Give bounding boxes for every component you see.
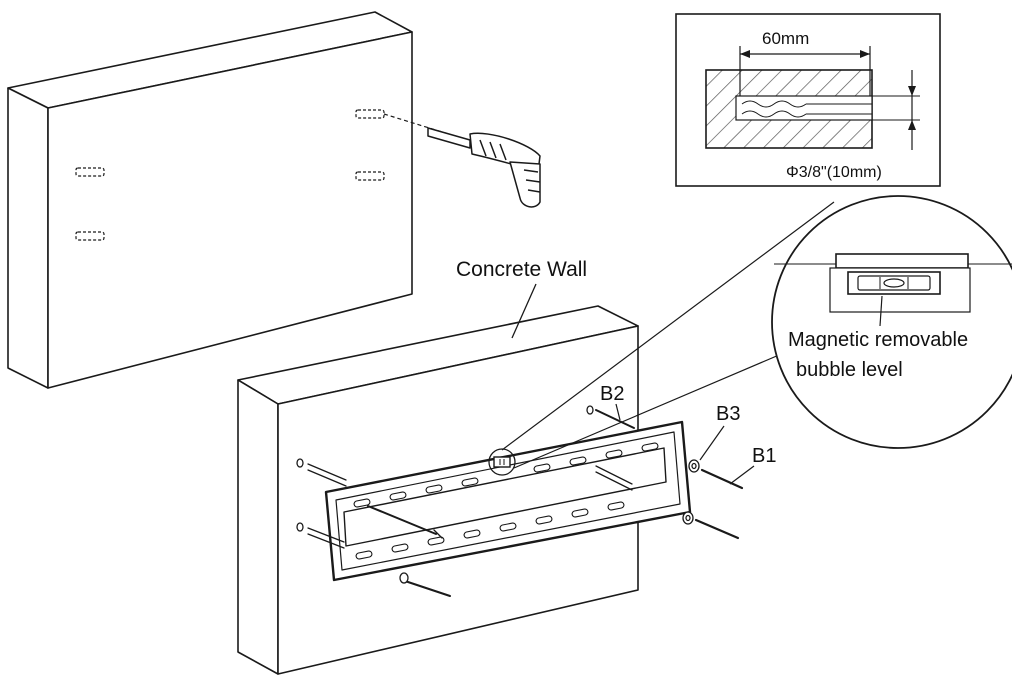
drill-depth-label: 60mm: [762, 29, 809, 48]
drill-depth-detail: [675, 13, 941, 187]
leader-b1: [729, 465, 755, 485]
drill-icon: [427, 127, 541, 208]
leader-b3: [699, 425, 725, 461]
bubble-level-on-bracket: [488, 448, 516, 476]
label-b1: B1: [752, 445, 776, 467]
magnifier-connector-bottom: [513, 351, 787, 469]
bubble-level-magnifier: [771, 195, 1012, 449]
concrete-wall-leader: [511, 283, 537, 339]
drilling-wall-block: [7, 11, 413, 389]
mounting-bracket: [324, 420, 692, 582]
drill-diameter-label: Φ3/8"(10mm): [786, 164, 882, 181]
bubble-level-label-line2: bubble level: [796, 359, 903, 381]
wall-anchors-and-screws: [296, 405, 744, 597]
magnifier-connector-top: [501, 201, 835, 451]
label-b2: B2: [600, 383, 624, 405]
bubble-level-label-line1: Magnetic removable: [788, 329, 968, 351]
label-b3: B3: [716, 403, 740, 425]
drill-hole-marks-left: [75, 109, 385, 241]
concrete-wall-label: Concrete Wall: [456, 258, 587, 281]
leader-b2: [615, 403, 621, 421]
